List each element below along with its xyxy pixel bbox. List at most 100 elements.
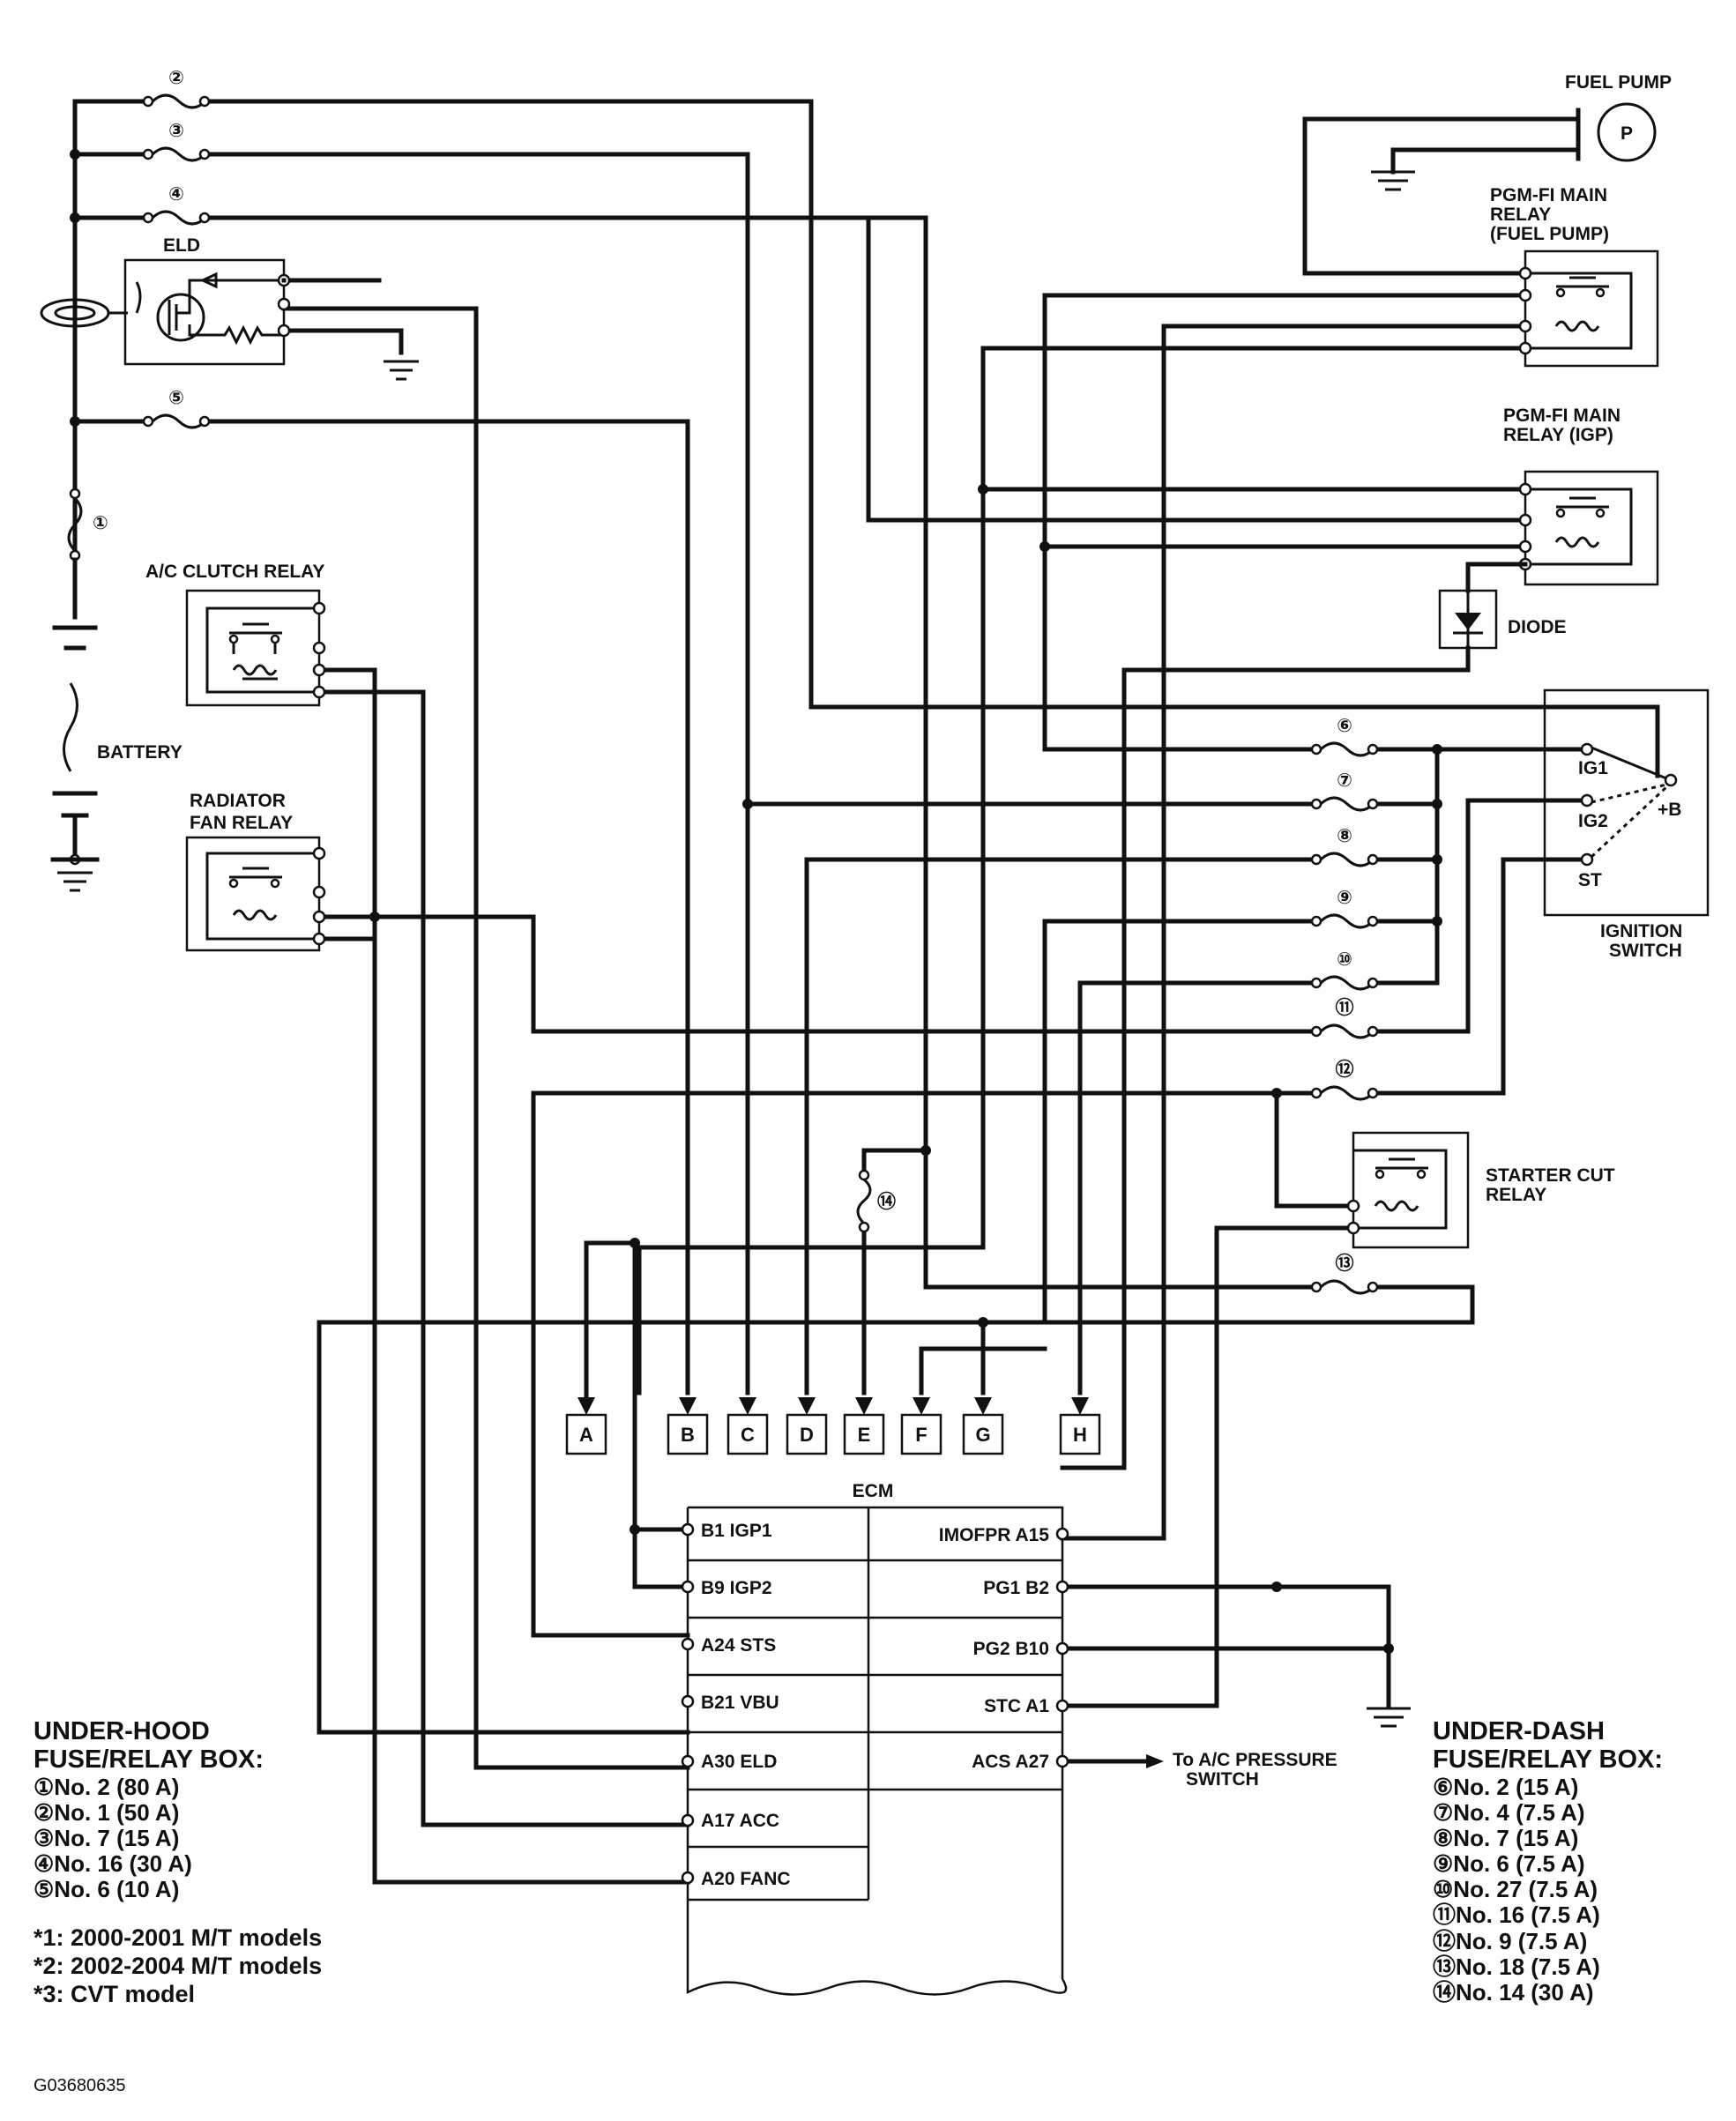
fuse-10: ⑩ bbox=[1310, 949, 1379, 991]
ac-clutch-relay: A/C CLUTCH RELAY bbox=[145, 562, 326, 707]
fuse-6-mark: ⑥ bbox=[1337, 716, 1352, 736]
fuse-12: ⑫ bbox=[1310, 1059, 1379, 1101]
fuse-11-mark: ⑪ bbox=[1336, 997, 1354, 1018]
connectors: A B C D E F G H bbox=[565, 1390, 1101, 1455]
under-dash-item: ⑩No. 27 (7.5 A) bbox=[1433, 1876, 1598, 1903]
radiator-fan-relay-label-1: RADIATOR bbox=[190, 791, 286, 811]
pgm-fi-main-relay-fuel-pump: PGM-FI MAIN RELAY (FUEL PUMP) bbox=[1490, 185, 1659, 368]
radiator-fan-relay: RADIATOR FAN RELAY bbox=[185, 791, 326, 952]
main-relay-fp-label-1: PGM-FI MAIN bbox=[1490, 185, 1607, 205]
plus-b-label: +B bbox=[1658, 800, 1681, 820]
connector-h-label: H bbox=[1073, 1424, 1087, 1446]
fuse-3-mark: ③ bbox=[168, 121, 184, 141]
starter-cut-relay-label-2: RELAY bbox=[1486, 1185, 1546, 1205]
fuse-13-mark: ⑬ bbox=[1336, 1253, 1354, 1274]
model-notes: *1: 2000-2001 M/T models *2: 2002-2004 M… bbox=[34, 1924, 322, 2009]
connector-d-label: D bbox=[800, 1424, 814, 1446]
ecm-pin-imofpr-a15: IMOFPR A15 bbox=[939, 1525, 1050, 1545]
ecm-pin-a30-eld: A30 ELD bbox=[701, 1752, 777, 1772]
ecm-label: ECM bbox=[853, 1481, 894, 1501]
battery-label: BATTERY bbox=[97, 742, 183, 763]
ac-clutch-relay-label: A/C CLUTCH RELAY bbox=[145, 562, 324, 582]
fuse-10-mark: ⑩ bbox=[1337, 949, 1352, 970]
main-relay-igp-label-2: RELAY (IGP) bbox=[1503, 425, 1613, 445]
ecm-pin-b1-igp1: B1 IGP1 bbox=[701, 1521, 772, 1541]
under-dash-title-2: FUSE/RELAY BOX: bbox=[1433, 1745, 1664, 1775]
ig2-label: IG2 bbox=[1578, 811, 1608, 831]
figure-code: G03680635 bbox=[34, 2076, 126, 2095]
diode-label: DIODE bbox=[1508, 617, 1567, 637]
st-label: ST bbox=[1578, 870, 1602, 890]
connector-b-label: B bbox=[681, 1424, 695, 1446]
fuse-9-mark: ⑨ bbox=[1337, 888, 1352, 908]
under-hood-item: ④No. 16 (30 A) bbox=[34, 1850, 192, 1878]
fuse-8-mark: ⑧ bbox=[1337, 826, 1352, 846]
under-hood-item: ①No. 2 (80 A) bbox=[34, 1773, 180, 1800]
under-dash-item: ⑫No. 9 (7.5 A) bbox=[1433, 1927, 1588, 1954]
model-note: *3: CVT model bbox=[34, 1980, 196, 2007]
fuse-4-mark: ④ bbox=[168, 184, 184, 205]
connector-e-label: E bbox=[858, 1424, 871, 1446]
connector-e: E bbox=[843, 1397, 885, 1455]
fuel-pump-symbol: P bbox=[1621, 123, 1633, 144]
diode: DIODE bbox=[1438, 589, 1567, 650]
main-relay-fp-label-3: (FUEL PUMP) bbox=[1490, 224, 1609, 244]
ecm-pin-a20-fanc: A20 FANC bbox=[701, 1869, 791, 1889]
ecm-pin-a17-acc: A17 ACC bbox=[701, 1811, 779, 1831]
ecm-pin-acs-a27: ACS A27 bbox=[972, 1752, 1049, 1772]
under-hood-title-2: FUSE/RELAY BOX: bbox=[34, 1745, 264, 1775]
under-dash-item: ⑧No. 7 (15 A) bbox=[1433, 1825, 1579, 1852]
under-dash-legend: UNDER-DASH FUSE/RELAY BOX: ⑥No. 2 (15 A)… bbox=[1433, 1717, 1663, 2006]
fuse-5-mark: ⑤ bbox=[168, 388, 184, 408]
eld-label: ELD bbox=[163, 235, 200, 256]
ac-pressure-switch-arrow: To A/C PRESSURE SWITCH bbox=[1146, 1750, 1337, 1790]
fuse-7-mark: ⑦ bbox=[1337, 770, 1352, 791]
fuse-6: ⑥ bbox=[1310, 716, 1379, 757]
ecm-pin-pg1-b2: PG1 B2 bbox=[983, 1578, 1049, 1598]
fuse-1-mark: ① bbox=[93, 513, 108, 533]
under-hood-title-1: UNDER-HOOD bbox=[34, 1717, 210, 1745]
fuse-11: ⑪ bbox=[1310, 997, 1379, 1039]
ecm-pin-b9-igp2: B9 IGP2 bbox=[701, 1578, 772, 1598]
connector-f-label: F bbox=[915, 1424, 927, 1446]
ignition-switch: IG1 IG2 ST +B IGNITION SWITCH bbox=[1543, 688, 1710, 961]
model-note: *1: 2000-2001 M/T models bbox=[34, 1924, 323, 1951]
fuse-13: ⑬ bbox=[1310, 1253, 1379, 1295]
fuse-2: ② bbox=[142, 68, 211, 109]
fuse-9: ⑨ bbox=[1310, 888, 1379, 929]
under-hood-item: ⑤No. 6 (10 A) bbox=[34, 1876, 180, 1903]
connector-f: F bbox=[900, 1397, 943, 1455]
ground-symbol-ecm bbox=[1367, 1694, 1411, 1728]
ecm-pin-a24-sts: A24 STS bbox=[701, 1635, 776, 1656]
to-ac-pressure-switch-label-1: To A/C PRESSURE bbox=[1173, 1750, 1337, 1770]
radiator-fan-relay-label-2: FAN RELAY bbox=[190, 813, 293, 833]
fuel-pump: FUEL PUMP P bbox=[1371, 72, 1672, 191]
under-dash-item: ⑭No. 14 (30 A) bbox=[1433, 1978, 1594, 2006]
pgm-fi-main-relay-igp: PGM-FI MAIN RELAY (IGP) bbox=[1465, 406, 1659, 586]
fuse-7: ⑦ bbox=[1310, 770, 1379, 812]
ecm-pin-pg2-b10: PG2 B10 bbox=[973, 1639, 1049, 1659]
ignition-switch-label-2: SWITCH bbox=[1609, 941, 1682, 961]
connector-a-label: A bbox=[579, 1424, 593, 1446]
connector-g: G bbox=[962, 1397, 1004, 1455]
under-dash-item: ⑬No. 18 (7.5 A) bbox=[1433, 1953, 1600, 1980]
model-note: *2: 2002-2004 M/T models bbox=[34, 1952, 323, 1979]
under-dash-title-1: UNDER-DASH bbox=[1433, 1717, 1605, 1745]
fuse-8: ⑧ bbox=[1310, 826, 1379, 867]
connector-a: A bbox=[565, 1390, 607, 1455]
connector-g-label: G bbox=[975, 1424, 990, 1446]
fuse-12-mark: ⑫ bbox=[1336, 1059, 1354, 1080]
ecm-pin-stc-a1: STC A1 bbox=[984, 1696, 1049, 1716]
fuse-5: ⑤ bbox=[142, 388, 211, 429]
junction-dots bbox=[70, 149, 1442, 1654]
connector-b: B bbox=[667, 1397, 709, 1455]
under-hood-item: ③No. 7 (15 A) bbox=[34, 1825, 180, 1852]
under-dash-item: ⑥No. 2 (15 A) bbox=[1433, 1773, 1579, 1800]
ecm-pin-b21-vbu: B21 VBU bbox=[701, 1693, 779, 1713]
fuse-2-mark: ② bbox=[168, 68, 184, 88]
fuses: ② ③ ④ ⑤ ① ⑥ ⑦ ⑧ ⑨ ⑩ ⑪ ⑫ ⑬ ⑭ bbox=[67, 68, 1379, 1295]
to-ac-pressure-switch-label-2: SWITCH bbox=[1186, 1769, 1259, 1790]
fuse-14: ⑭ bbox=[856, 1169, 896, 1233]
under-dash-item: ⑨No. 6 (7.5 A) bbox=[1433, 1850, 1585, 1878]
